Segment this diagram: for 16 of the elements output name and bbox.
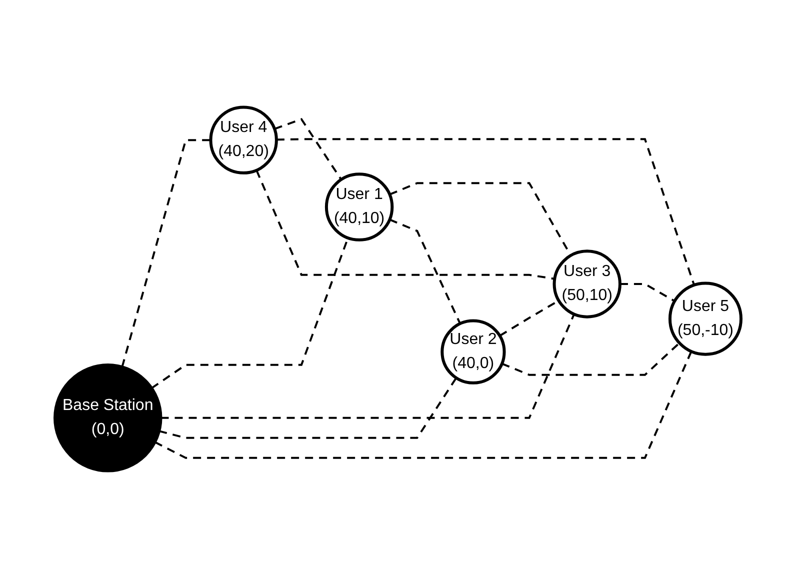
node-circle: Base Station (0,0)	[53, 364, 162, 472]
connector	[619, 283, 675, 302]
node-circle: User 3 (50,10)	[552, 250, 621, 318]
connector	[276, 138, 695, 286]
connector	[154, 350, 692, 459]
connector	[158, 377, 457, 439]
node-circle: User 2 (40,0)	[440, 319, 506, 384]
connector	[388, 218, 461, 324]
connector	[160, 314, 574, 419]
node-circle: User 5 (50,-10)	[668, 282, 742, 356]
connector	[255, 170, 554, 280]
connector	[501, 342, 680, 376]
connector	[274, 118, 342, 180]
node-circle: User 4 (40,20)	[208, 106, 278, 174]
connector	[120, 139, 210, 368]
node-circle: User 1 (40,10)	[324, 172, 394, 242]
